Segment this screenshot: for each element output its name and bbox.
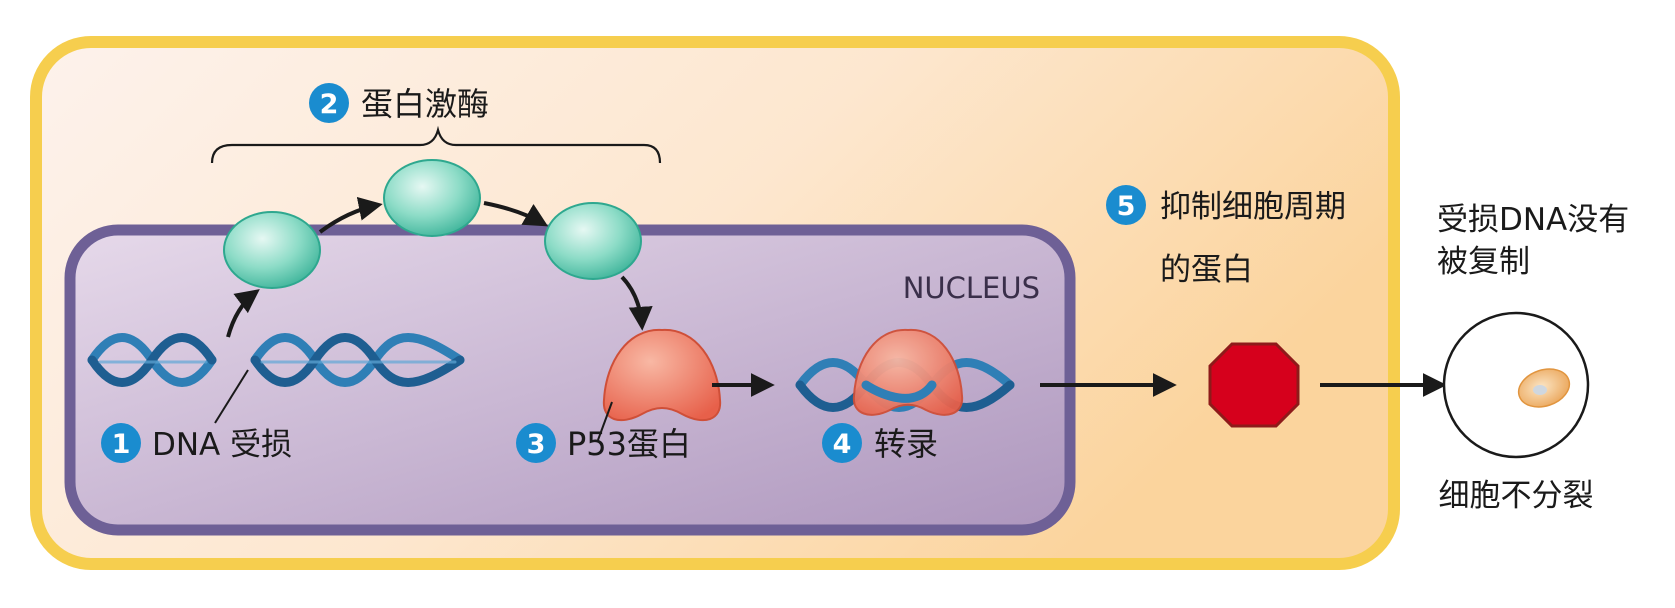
outcome-label-line-2: 被复制	[1437, 244, 1530, 280]
step-badge	[1106, 185, 1146, 225]
step-badge	[309, 83, 349, 123]
step-label-line-1: 抑制细胞周期	[1160, 189, 1346, 225]
step-number: 1	[112, 429, 131, 460]
step-number: 2	[320, 89, 339, 120]
arrow-kinase-2-to-3	[483, 201, 549, 227]
arrow-kinase-1-to-2	[318, 197, 383, 234]
cell-nucleus-highlight	[1533, 385, 1547, 395]
transcription-dna-overlap	[861, 380, 937, 403]
step-label: DNA 受损	[152, 427, 292, 463]
kinase-brace	[210, 125, 662, 164]
non-dividing-cell	[1442, 311, 1590, 459]
outcome-label-bottom: 细胞不分裂	[1439, 478, 1594, 514]
step-number: 5	[1117, 191, 1136, 222]
step-1: 1 DNA 受损	[101, 423, 292, 463]
damaged-dna-helix	[87, 333, 465, 387]
protein-kinase	[383, 159, 481, 237]
kinase-cascade-arrows	[226, 197, 653, 338]
step-4: 4 转录	[822, 423, 938, 463]
step-number: 3	[527, 429, 546, 460]
protein-kinase	[544, 202, 642, 280]
step-label: P53蛋白	[567, 425, 691, 463]
step-label-line-2: 的蛋白	[1160, 252, 1253, 288]
step-badge	[101, 423, 141, 463]
step-badge	[822, 423, 862, 463]
dna-fragment-right	[250, 333, 465, 387]
arrow-kinase-to-p53	[620, 275, 653, 331]
damage-pointer-line	[214, 369, 249, 424]
protein-kinase	[223, 211, 321, 289]
step-label: 转录	[874, 425, 938, 463]
dna-fragment-left	[87, 333, 217, 387]
arrow-dna-to-kinase	[226, 289, 260, 338]
step-2: 2 蛋白激酶	[309, 83, 489, 123]
cell-cycle-inhibitor-stop-sign	[1208, 342, 1300, 428]
p53-protein	[602, 328, 722, 422]
nucleus-label: NUCLEUS	[903, 271, 1040, 305]
step-label: 蛋白激酶	[361, 85, 489, 123]
outcome-label-line-1: 受损DNA没有	[1437, 202, 1629, 238]
step-badge	[516, 423, 556, 463]
step-number: 4	[833, 429, 852, 460]
p53-pointer-line	[597, 401, 613, 441]
step-3: 3 P53蛋白	[516, 423, 691, 463]
step-5: 5 抑制细胞周期 的蛋白	[1106, 185, 1346, 288]
